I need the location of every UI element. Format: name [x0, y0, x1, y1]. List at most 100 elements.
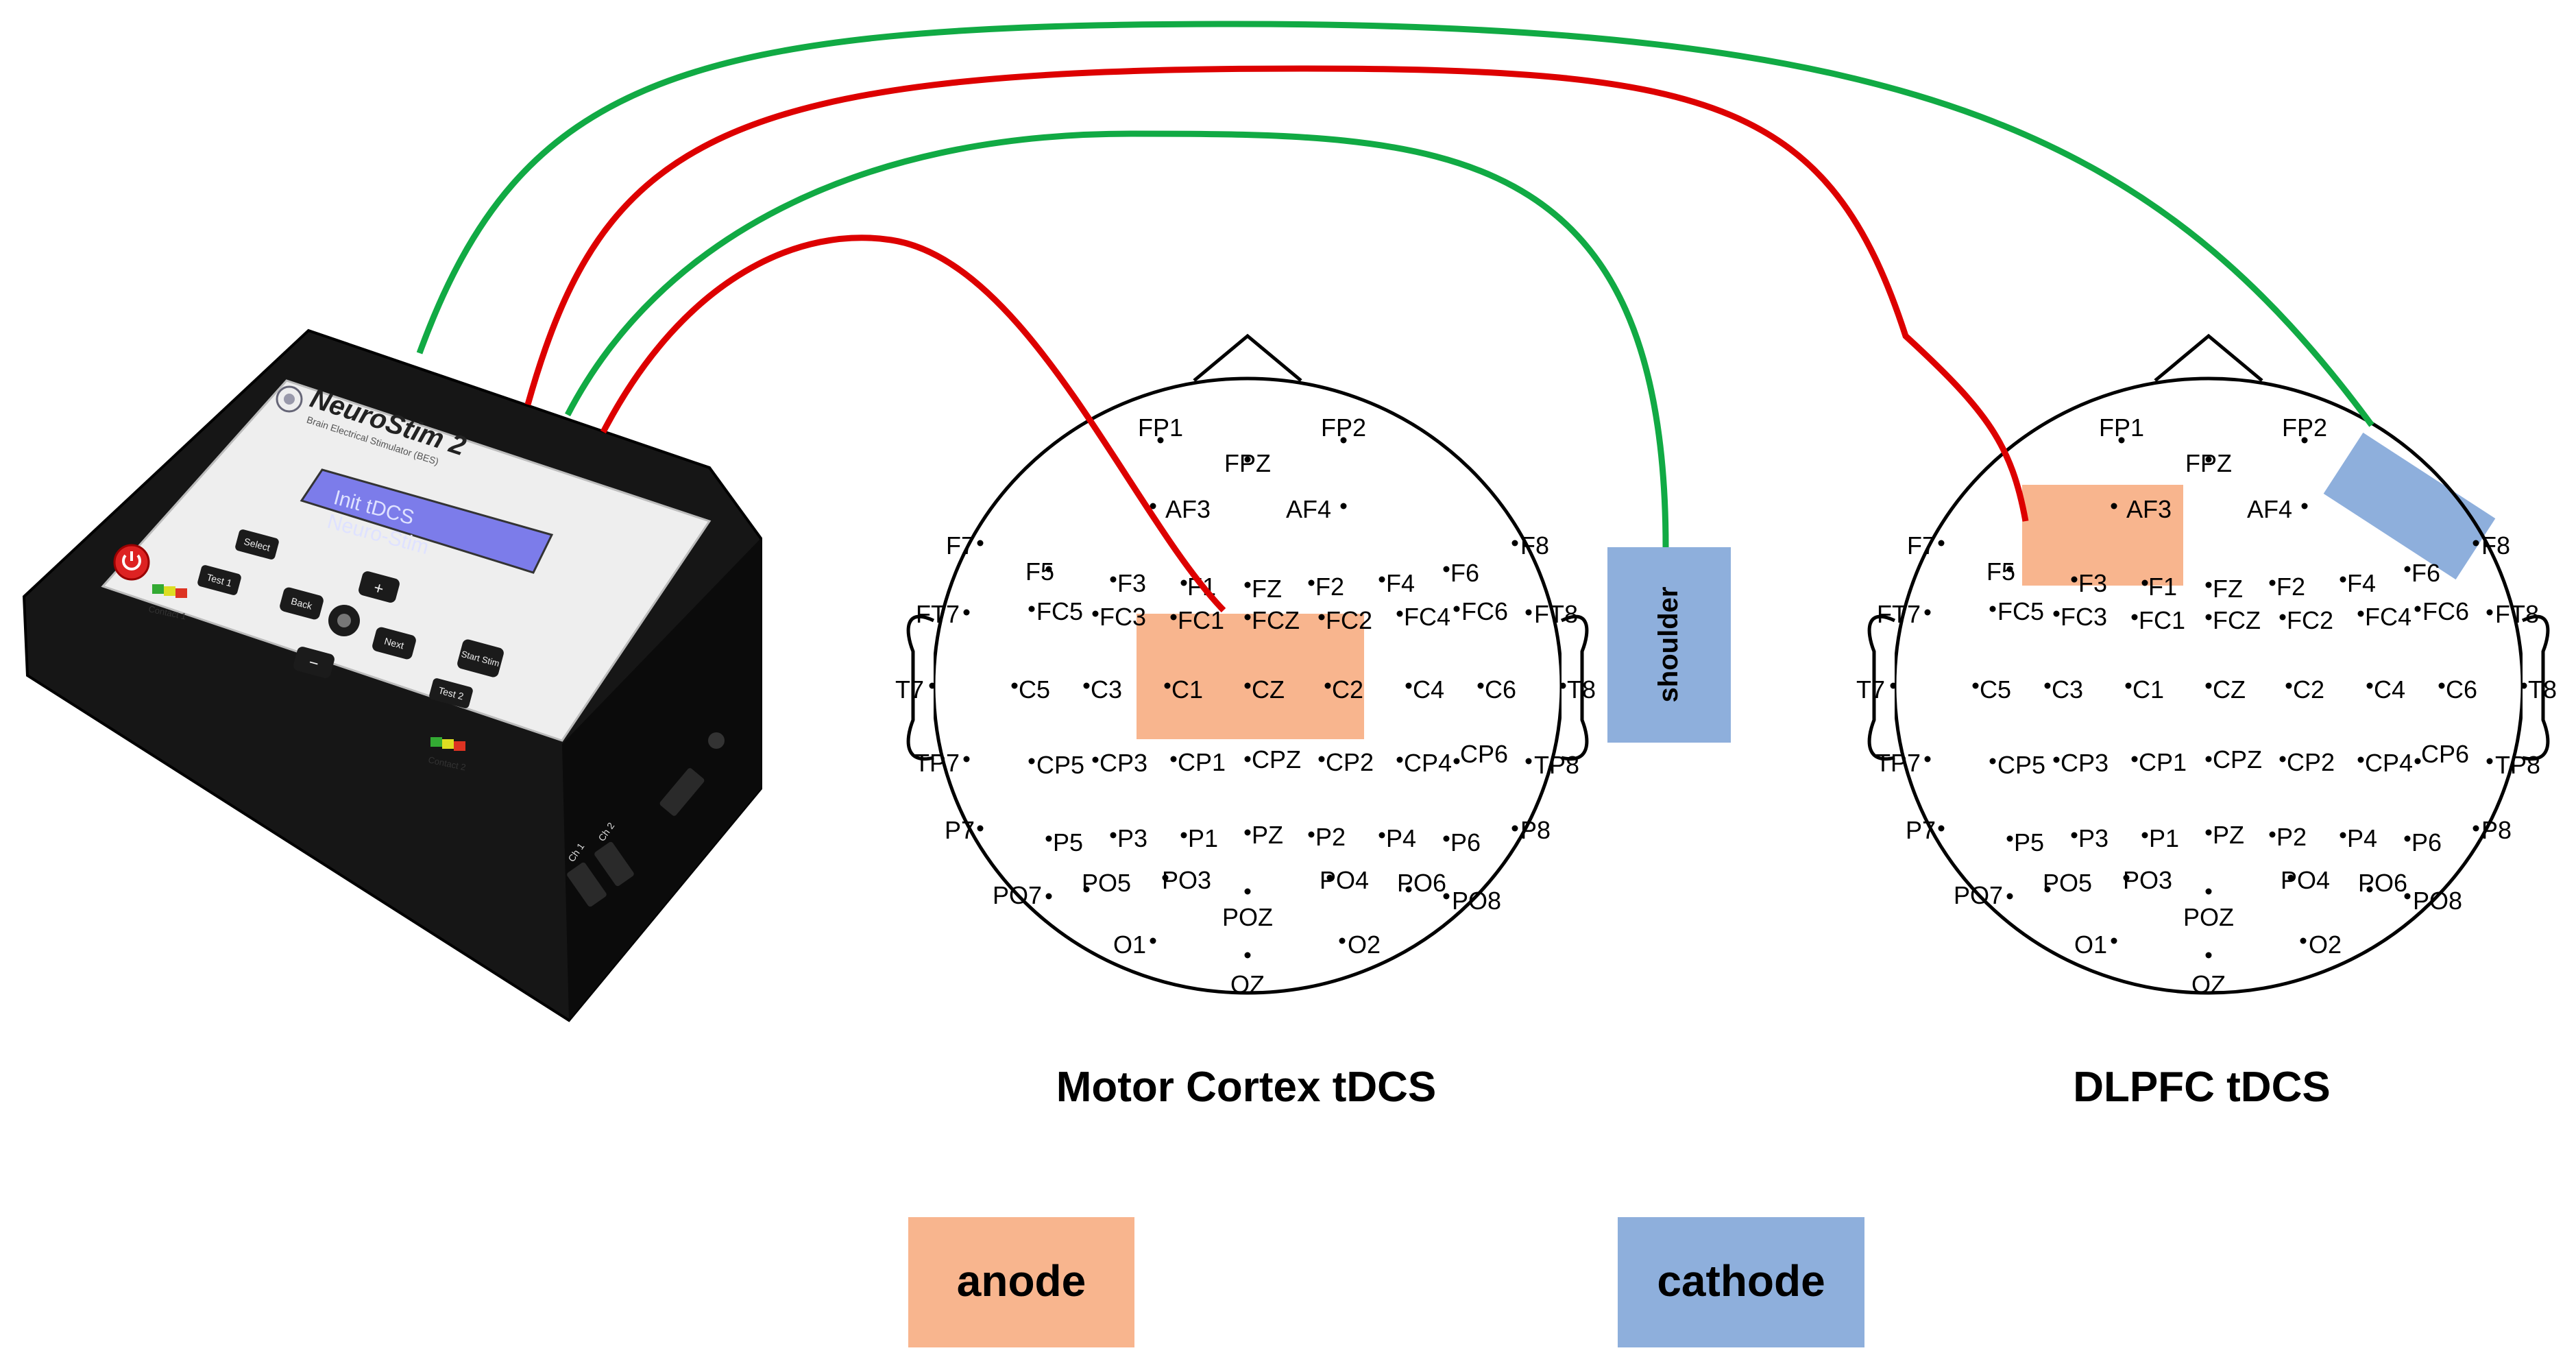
electrode-label-fc6-dlpfc: FC6 [2422, 597, 2469, 625]
electrode-label-po8-dlpfc: PO8 [2413, 887, 2462, 915]
electrode-label-af4-motor: AF4 [1286, 495, 1331, 523]
electrode-dot-f8-motor [1511, 540, 1518, 547]
electrode-dot-cp6-motor [1453, 758, 1460, 765]
electrode-label-c4-dlpfc: C4 [2374, 675, 2405, 704]
electrode-dot-p2-dlpfc [2269, 831, 2276, 838]
electrode-dot-po3-motor [1162, 874, 1169, 881]
electrode-label-fc4-dlpfc: FC4 [2365, 603, 2411, 631]
electrode-dot-tp7-dlpfc [1924, 756, 1931, 763]
test2-button[interactable]: Test 2 [428, 677, 474, 709]
electrode-dot-f5-dlpfc [2006, 566, 2013, 573]
electrode-dot-fc1-motor [1170, 614, 1177, 621]
electrode-dot-ft8-motor [1525, 609, 1532, 616]
red-wire-motor-anode [600, 235, 1226, 613]
electrode-label-fp2-motor: FP2 [1321, 413, 1366, 442]
electrode-label-fc1-motor: FC1 [1178, 606, 1224, 634]
legend: anode cathode [908, 1217, 1864, 1347]
electrode-dot-f3-motor [1110, 576, 1117, 583]
electrode-label-oz-dlpfc: OZ [2191, 970, 2226, 998]
electrode-label-po6-dlpfc: PO6 [2358, 869, 2407, 897]
electrode-label-f6-motor: F6 [1450, 559, 1479, 587]
electrode-label-po6-motor: PO6 [1397, 869, 1446, 897]
green-wire-dlpfc-cathode [416, 21, 2374, 427]
electrode-dot-o1-dlpfc [2111, 937, 2117, 944]
electrode-label-c5-motor: C5 [1019, 675, 1050, 704]
electrode-dot-po7-motor [1045, 893, 1052, 900]
electrode-label-pz-dlpfc: PZ [2213, 821, 2244, 849]
electrode-label-cp6-dlpfc: CP6 [2421, 740, 2469, 768]
electrode-dot-cz-dlpfc [2205, 682, 2212, 689]
electrode-label-cz-dlpfc: CZ [2213, 675, 2246, 704]
electrode-dot-c6-dlpfc [2438, 682, 2445, 689]
electrode-dot-t8-motor [1559, 682, 1566, 689]
electrode-dot-tp8-dlpfc [2486, 758, 2493, 765]
electrode-dot-f7-motor [977, 540, 984, 547]
electrode-label-o2-dlpfc: O2 [2309, 931, 2342, 959]
electrode-dot-p1-motor [1180, 832, 1187, 839]
electrode-dot-f1-dlpfc [2141, 579, 2148, 586]
electrode-label-fp2-dlpfc: FP2 [2282, 413, 2327, 442]
electrode-dot-tp8-motor [1525, 758, 1532, 765]
electrode-label-ft7-dlpfc: FT7 [1877, 600, 1921, 628]
svg-text:−: − [306, 653, 321, 674]
electrode-dot-p3-dlpfc [2071, 832, 2078, 839]
next-button[interactable]: Next [371, 626, 417, 660]
electrode-label-f1-dlpfc: F1 [2148, 573, 2177, 601]
electrode-label-f7-motor: F7 [946, 531, 975, 560]
electrode-dot-po5-dlpfc [2044, 886, 2051, 893]
power-icon [122, 554, 141, 571]
electrode-dot-pz-dlpfc [2205, 829, 2212, 836]
electrode-dot-o2-dlpfc [2300, 937, 2307, 944]
electrode-label-po7-dlpfc: PO7 [1954, 881, 2003, 909]
select-button[interactable]: Select [234, 529, 280, 560]
center-button[interactable] [328, 605, 360, 636]
electrode-dot-fc4-dlpfc [2357, 610, 2364, 617]
electrode-label-c3-motor: C3 [1091, 675, 1122, 704]
electrode-dot-fpz-dlpfc [2205, 456, 2212, 463]
electrode-label-f7-dlpfc: F7 [1907, 531, 1936, 560]
legend-anode-label: anode [957, 1256, 1086, 1306]
shoulder-label: shoulder [1653, 587, 1684, 703]
electrode-dot-fp2-motor [1340, 437, 1347, 444]
device-side-shade [562, 538, 761, 1020]
electrode-label-fc3-dlpfc: FC3 [2061, 603, 2107, 631]
electrode-label-t8-dlpfc: T8 [2528, 675, 2557, 704]
electrode-dot-f4-dlpfc [2340, 576, 2346, 583]
minus-button[interactable]: − [292, 645, 335, 679]
start-stim-button[interactable]: Start Stim [456, 638, 505, 679]
electrode-dot-oz-dlpfc [2205, 952, 2212, 959]
electrode-dot-cp4-dlpfc [2357, 756, 2364, 763]
electrode-label-f2-motor: F2 [1315, 573, 1344, 601]
plus-button[interactable]: + [357, 570, 400, 603]
electrode-label-c4-motor: C4 [1413, 675, 1444, 704]
electrode-label-cz-motor: CZ [1252, 675, 1285, 704]
electrode-label-c5-dlpfc: C5 [1980, 675, 2011, 704]
electrode-label-p4-motor: P4 [1386, 824, 1416, 852]
electrode-label-fc4-motor: FC4 [1404, 603, 1450, 631]
electrode-label-f8-motor: F8 [1520, 531, 1549, 560]
electrode-label-fc5-motor: FC5 [1036, 597, 1083, 625]
back-button[interactable]: Back [278, 586, 324, 621]
electrode-dot-po8-motor [1443, 893, 1450, 900]
power-button[interactable] [113, 544, 150, 581]
electrode-dot-po6-dlpfc [2366, 886, 2373, 893]
electrode-dot-p5-motor [1045, 835, 1052, 842]
test1-button[interactable]: Test 1 [197, 564, 242, 596]
electrode-dot-f6-motor [1443, 566, 1450, 573]
electrode-dot-fc6-motor [1453, 605, 1460, 612]
electrode-label-fc6-motor: FC6 [1461, 597, 1508, 625]
electrode-label-p5-dlpfc: P5 [2014, 828, 2044, 856]
electrode-label-fc3-motor: FC3 [1099, 603, 1146, 631]
electrode-dot-fc4-motor [1396, 610, 1403, 617]
electrode-label-af4-dlpfc: AF4 [2247, 495, 2292, 523]
electrode-label-poz-dlpfc: POZ [2183, 903, 2234, 931]
electrode-label-cp4-dlpfc: CP4 [2365, 749, 2413, 777]
electrode-dot-af3-dlpfc [2111, 503, 2117, 509]
contact2-indicator [430, 737, 465, 751]
electrode-label-fpz-motor: FPZ [1224, 449, 1271, 477]
svg-text:+: + [372, 579, 386, 599]
electrode-label-po3-dlpfc: PO3 [2123, 866, 2172, 894]
